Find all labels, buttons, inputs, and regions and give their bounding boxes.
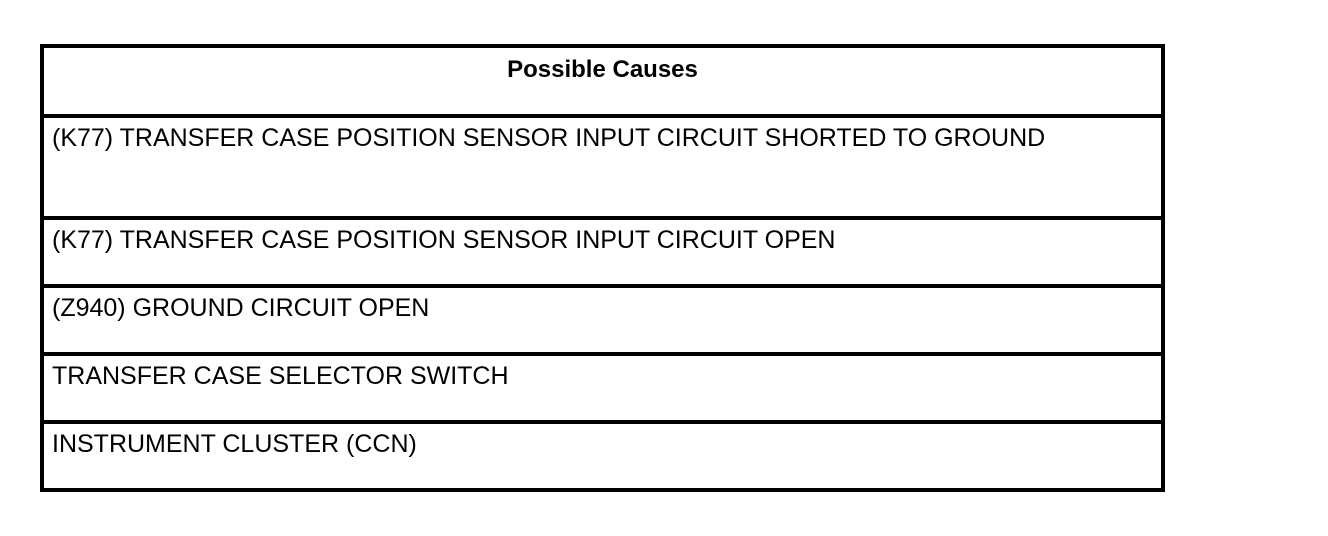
cause-text: (Z940) GROUND CIRCUIT OPEN — [52, 294, 430, 322]
table-header-label: Possible Causes — [507, 56, 698, 83]
table-cell: (Z940) GROUND CIRCUIT OPEN — [40, 284, 1165, 356]
cause-text: (K77) TRANSFER CASE POSITION SENSOR INPU… — [52, 124, 1046, 152]
table-row: (K77) TRANSFER CASE POSITION SENSOR INPU… — [40, 216, 1165, 288]
table-row: (K77) TRANSFER CASE POSITION SENSOR INPU… — [40, 114, 1165, 220]
table-row: (Z940) GROUND CIRCUIT OPEN — [40, 284, 1165, 356]
table-header-row: Possible Causes — [40, 44, 1165, 118]
table-cell: (K77) TRANSFER CASE POSITION SENSOR INPU… — [40, 216, 1165, 288]
table-row: TRANSFER CASE SELECTOR SWITCH — [40, 352, 1165, 424]
possible-causes-table: Possible Causes (K77) TRANSFER CASE POSI… — [40, 44, 1165, 492]
table-header-cell: Possible Causes — [40, 44, 1165, 118]
cause-text: INSTRUMENT CLUSTER (CCN) — [52, 430, 417, 458]
table-cell: (K77) TRANSFER CASE POSITION SENSOR INPU… — [40, 114, 1165, 220]
table-row: INSTRUMENT CLUSTER (CCN) — [40, 420, 1165, 492]
table-cell: INSTRUMENT CLUSTER (CCN) — [40, 420, 1165, 492]
table-cell: TRANSFER CASE SELECTOR SWITCH — [40, 352, 1165, 424]
cause-text: TRANSFER CASE SELECTOR SWITCH — [52, 362, 509, 390]
cause-text: (K77) TRANSFER CASE POSITION SENSOR INPU… — [52, 226, 836, 254]
